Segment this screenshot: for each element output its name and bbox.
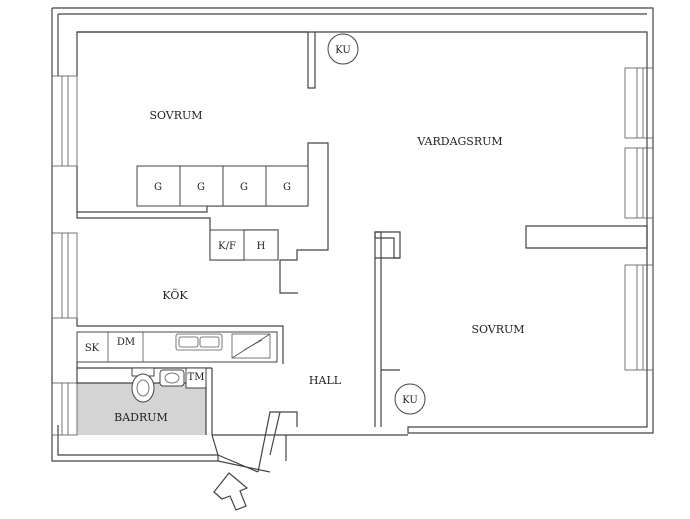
kitchen-walls <box>76 212 284 364</box>
entry-walls <box>211 411 298 473</box>
window-left-1 <box>51 75 78 167</box>
window-right-2 <box>624 147 654 219</box>
dishwasher-label: DM <box>117 337 135 348</box>
room-label-hall: HALL <box>309 374 342 387</box>
bedroom-1-walls <box>76 31 329 294</box>
window-right-1 <box>624 67 654 139</box>
window-left-2 <box>51 232 78 319</box>
wardrobe-label-3: G <box>240 182 248 193</box>
wardrobe-label-4: G <box>283 182 291 193</box>
wardrobe-label-1: G <box>154 182 162 193</box>
sk-label: SK <box>85 343 100 354</box>
internal-walls <box>374 225 648 427</box>
room-label-sovrum-2: SOVRUM <box>471 323 524 336</box>
window-right-3 <box>624 264 654 371</box>
wardrobes <box>136 165 309 207</box>
kitchen-counter <box>76 331 278 363</box>
room-label-kok: KÖK <box>162 288 188 302</box>
ku-label-1: KU <box>335 45 351 56</box>
cabinet-h-label: H <box>257 241 266 252</box>
ku-label-2: KU <box>402 395 418 406</box>
room-label-vardagsrum: VARDAGSRUM <box>416 135 502 148</box>
wardrobe-label-2: G <box>197 182 205 193</box>
closet-ku-2 <box>394 383 426 415</box>
entry-arrow-icon <box>213 472 249 511</box>
window-left-3 <box>51 382 78 436</box>
closet-ku-1 <box>327 33 359 65</box>
sink-icon <box>159 369 185 387</box>
room-label-badrum: BADRUM <box>114 411 168 424</box>
toilet-icon <box>131 367 155 403</box>
fridge-label: K/F <box>218 241 236 252</box>
room-label-sovrum-1: SOVRUM <box>149 109 202 122</box>
washer-tm-label: TM <box>188 372 205 383</box>
